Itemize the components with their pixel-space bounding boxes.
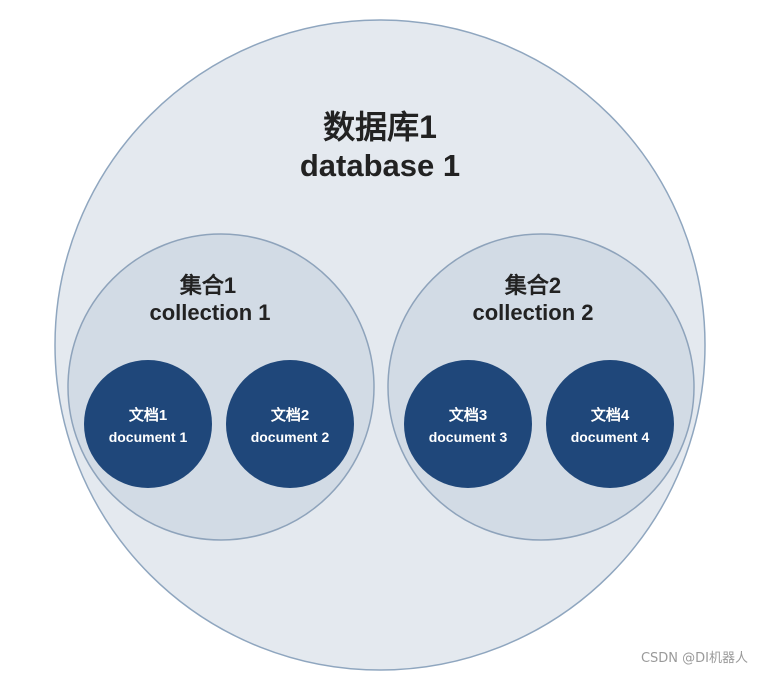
document-1-label-en: document 1 <box>109 429 188 445</box>
watermark: CSDN @DI机器人 <box>640 651 748 666</box>
collection-2-title-cn: 集合2 <box>504 273 561 298</box>
document-3-circle <box>404 360 532 488</box>
document-3-label-en: document 3 <box>429 429 508 445</box>
collection-2: 集合2 collection 2 文档3 document 3 文档4 docu… <box>387 233 695 541</box>
document-1-circle <box>84 360 212 488</box>
document-4-label-cn: 文档4 <box>591 406 630 424</box>
collection-1-title-cn: 集合1 <box>179 273 236 298</box>
document-4-circle <box>546 360 674 488</box>
document-3-label-cn: 文档3 <box>449 406 487 424</box>
document-1-label-cn: 文档1 <box>129 406 167 424</box>
document-3: 文档3 document 3 <box>404 360 532 488</box>
collection-1-title-en: collection 1 <box>149 300 270 325</box>
document-1: 文档1 document 1 <box>84 360 212 488</box>
collection-1: 集合1 collection 1 文档1 document 1 文档2 docu… <box>67 233 375 541</box>
document-4-label-en: document 4 <box>571 429 650 445</box>
document-2-label-cn: 文档2 <box>271 406 309 424</box>
database-title-en: database 1 <box>300 148 460 183</box>
database-title-cn: 数据库1 <box>323 109 437 145</box>
collection-2-title-en: collection 2 <box>472 300 593 325</box>
document-2-label-en: document 2 <box>251 429 330 445</box>
document-2-circle <box>226 360 354 488</box>
document-2: 文档2 document 2 <box>226 360 354 488</box>
document-4: 文档4 document 4 <box>546 360 674 488</box>
